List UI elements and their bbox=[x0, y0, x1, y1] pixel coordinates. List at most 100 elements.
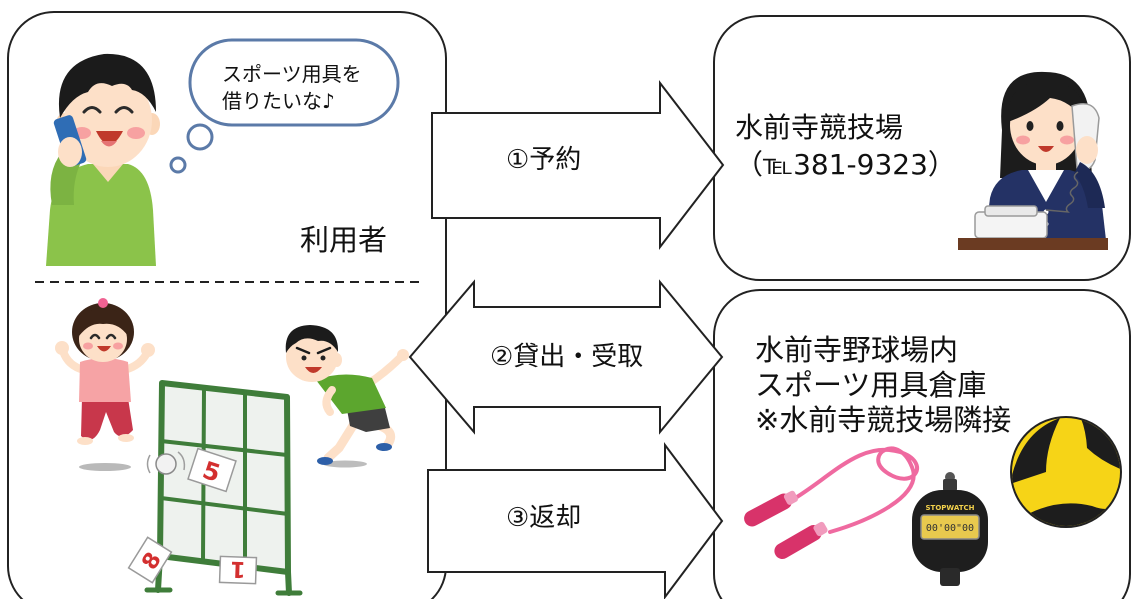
jump-rope-handle bbox=[744, 490, 799, 527]
thought-bubble-dot-small bbox=[169, 156, 187, 174]
boy-shoe-front bbox=[317, 457, 333, 465]
user-cheek-right bbox=[127, 127, 145, 139]
girl-mouth bbox=[97, 346, 111, 352]
user-tongue bbox=[101, 141, 117, 147]
return-arrow bbox=[427, 442, 724, 599]
step-lend-receive-label: ②貸出・受取 bbox=[490, 342, 644, 372]
user-label: 利用者 bbox=[300, 223, 388, 257]
storage-line-3: ※水前寺競技場隣接 bbox=[755, 403, 1012, 437]
user-neck bbox=[93, 164, 123, 182]
user-on-phone-illustration bbox=[46, 53, 160, 266]
girl-shirt bbox=[79, 358, 131, 402]
girl-jumping-illustration bbox=[55, 298, 155, 471]
receptionist-eye-right bbox=[1056, 121, 1064, 131]
girl-fist-left bbox=[55, 341, 69, 355]
boy-shoe-back bbox=[376, 443, 392, 451]
net-grid-line bbox=[159, 496, 290, 516]
number-card bbox=[218, 555, 258, 585]
girl-foot-left bbox=[77, 437, 93, 445]
net-grid-line bbox=[159, 439, 289, 457]
boy-mouth bbox=[305, 367, 322, 373]
girl-eye-left bbox=[89, 333, 101, 340]
ball-outline bbox=[1010, 416, 1122, 528]
boy-face bbox=[286, 332, 338, 382]
ball-panel bbox=[1012, 418, 1060, 484]
step-return-label: ③返却 bbox=[506, 503, 582, 533]
receptionist-hand bbox=[1076, 136, 1098, 164]
boy-hand-throwing bbox=[397, 349, 409, 361]
stopwatch-brand-label: STOPWATCH bbox=[926, 504, 975, 512]
jump-rope-cord bbox=[790, 446, 919, 534]
stopwatch-illustration: STOPWATCH 00'00"00 bbox=[912, 472, 988, 586]
desk-telephone-cradle bbox=[984, 205, 1038, 217]
boy-eyebrow-left bbox=[295, 346, 311, 355]
number-card bbox=[187, 447, 237, 493]
number-card-5: 5 bbox=[187, 447, 237, 493]
thought-bubble-dot-large bbox=[186, 123, 214, 151]
thought-text-line-1: スポーツ用具を bbox=[222, 62, 362, 86]
stopwatch-display: 00'00"00 bbox=[926, 523, 974, 534]
jump-rope-handle-cap bbox=[783, 490, 799, 505]
receptionist-arm bbox=[1074, 162, 1105, 208]
girl-cheek-right bbox=[113, 342, 123, 350]
target-net-illustration: 5 8 1 bbox=[127, 380, 303, 596]
jump-rope-handle-cap bbox=[813, 521, 828, 537]
jump-rope-handle-grip bbox=[744, 493, 792, 527]
boy-leg-front bbox=[323, 419, 359, 463]
jump-rope-handle bbox=[774, 521, 828, 559]
girl-cheek-left bbox=[83, 342, 93, 350]
stopwatch-crown bbox=[943, 479, 957, 491]
reception-desk bbox=[958, 238, 1108, 250]
boy-shirt bbox=[316, 374, 386, 414]
step-reserve-label: ①予約 bbox=[506, 145, 582, 175]
thought-bubble-cloud bbox=[188, 38, 400, 127]
boy-eye-left bbox=[301, 355, 307, 361]
stopwatch-screen bbox=[920, 514, 980, 540]
stopwatch-strap bbox=[940, 568, 960, 586]
jump-rope-illustration bbox=[744, 446, 919, 559]
girl-bangs bbox=[79, 308, 128, 336]
lend-receive-double-arrow bbox=[408, 279, 724, 435]
receptionist-collar bbox=[1028, 170, 1064, 202]
girl-shadow bbox=[79, 463, 131, 471]
boy-eyebrow-right bbox=[316, 346, 332, 355]
user-eye-left bbox=[82, 106, 102, 114]
user-hand bbox=[58, 137, 82, 167]
dodgeball-illustration bbox=[1010, 416, 1122, 528]
stadium-name: 水前寺競技場 bbox=[735, 111, 904, 144]
storage-line-1: 水前寺野球場内 bbox=[755, 333, 959, 367]
receptionist-mouth bbox=[1038, 146, 1054, 152]
receptionist-cheek-right bbox=[1060, 135, 1074, 145]
receptionist-bangs bbox=[1007, 81, 1086, 122]
storage-panel bbox=[713, 289, 1131, 599]
reserve-arrow bbox=[431, 80, 725, 250]
receptionist-cheek-left bbox=[1016, 135, 1030, 145]
girl-fist-right bbox=[141, 343, 155, 357]
receptionist-illustration bbox=[958, 71, 1108, 250]
jump-rope-handle-grip bbox=[774, 525, 822, 559]
ball-motion-line bbox=[146, 454, 151, 474]
girl-hair-tie bbox=[98, 298, 108, 308]
user-eye-right bbox=[114, 106, 134, 114]
number-card-8: 8 bbox=[127, 536, 173, 584]
thought-bubble bbox=[169, 38, 400, 174]
net-leg-right bbox=[285, 569, 292, 596]
number-card-label: 1 bbox=[230, 556, 246, 582]
thought-text-line-2: 借りたいな♪ bbox=[222, 89, 335, 113]
boy-shadow bbox=[323, 460, 367, 468]
girl-eye-right bbox=[105, 333, 117, 340]
storage-line-2: スポーツ用具倉庫 bbox=[755, 368, 987, 402]
boy-eye-right bbox=[320, 355, 326, 361]
receptionist-eye-left bbox=[1026, 121, 1034, 131]
telephone-cord bbox=[1045, 171, 1079, 213]
thrown-ball bbox=[155, 453, 177, 475]
number-card bbox=[127, 536, 173, 584]
boy-hair bbox=[285, 325, 339, 353]
user-face bbox=[64, 73, 152, 167]
boy-arm-front bbox=[322, 386, 336, 416]
number-card-1: 1 bbox=[218, 555, 258, 585]
girl-foot-right bbox=[118, 434, 134, 442]
ball-panels bbox=[1012, 418, 1120, 526]
girl-face bbox=[79, 316, 127, 362]
